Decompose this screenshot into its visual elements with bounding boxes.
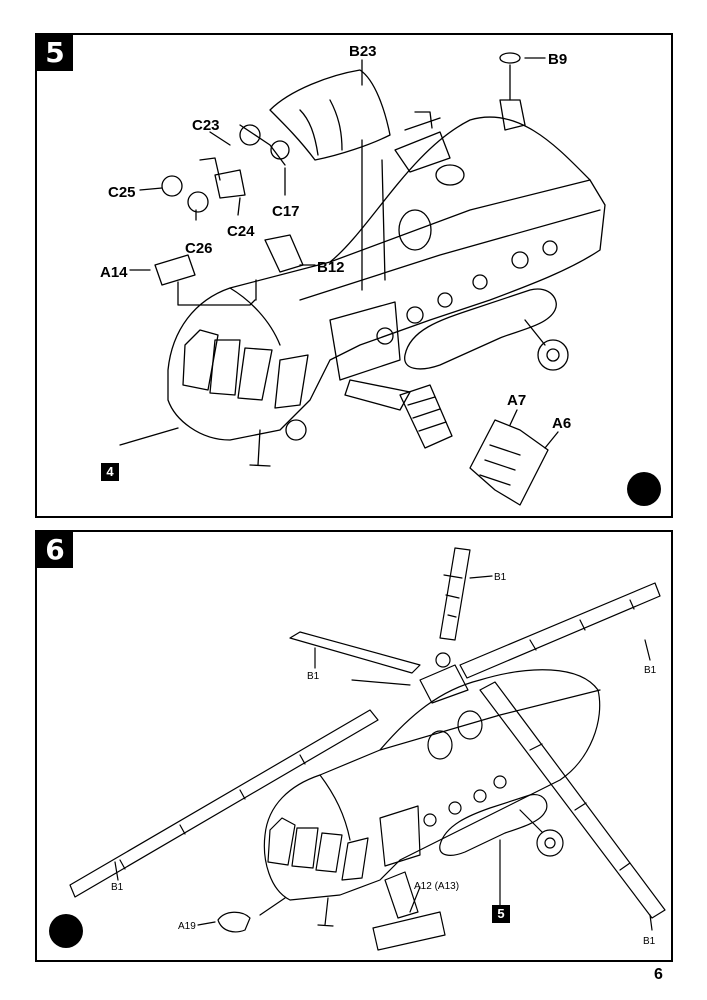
step-6-panel: 6 5 [35, 530, 673, 962]
step-number: 5 [37, 35, 73, 71]
marker-dot [49, 914, 83, 948]
step-5-panel: 5 4 [35, 33, 673, 518]
reference-box: 4 [101, 463, 119, 481]
marker-dot [627, 472, 661, 506]
reference-box: 5 [492, 905, 510, 923]
step-number: 6 [37, 532, 73, 568]
page-number: 6 [654, 966, 663, 983]
